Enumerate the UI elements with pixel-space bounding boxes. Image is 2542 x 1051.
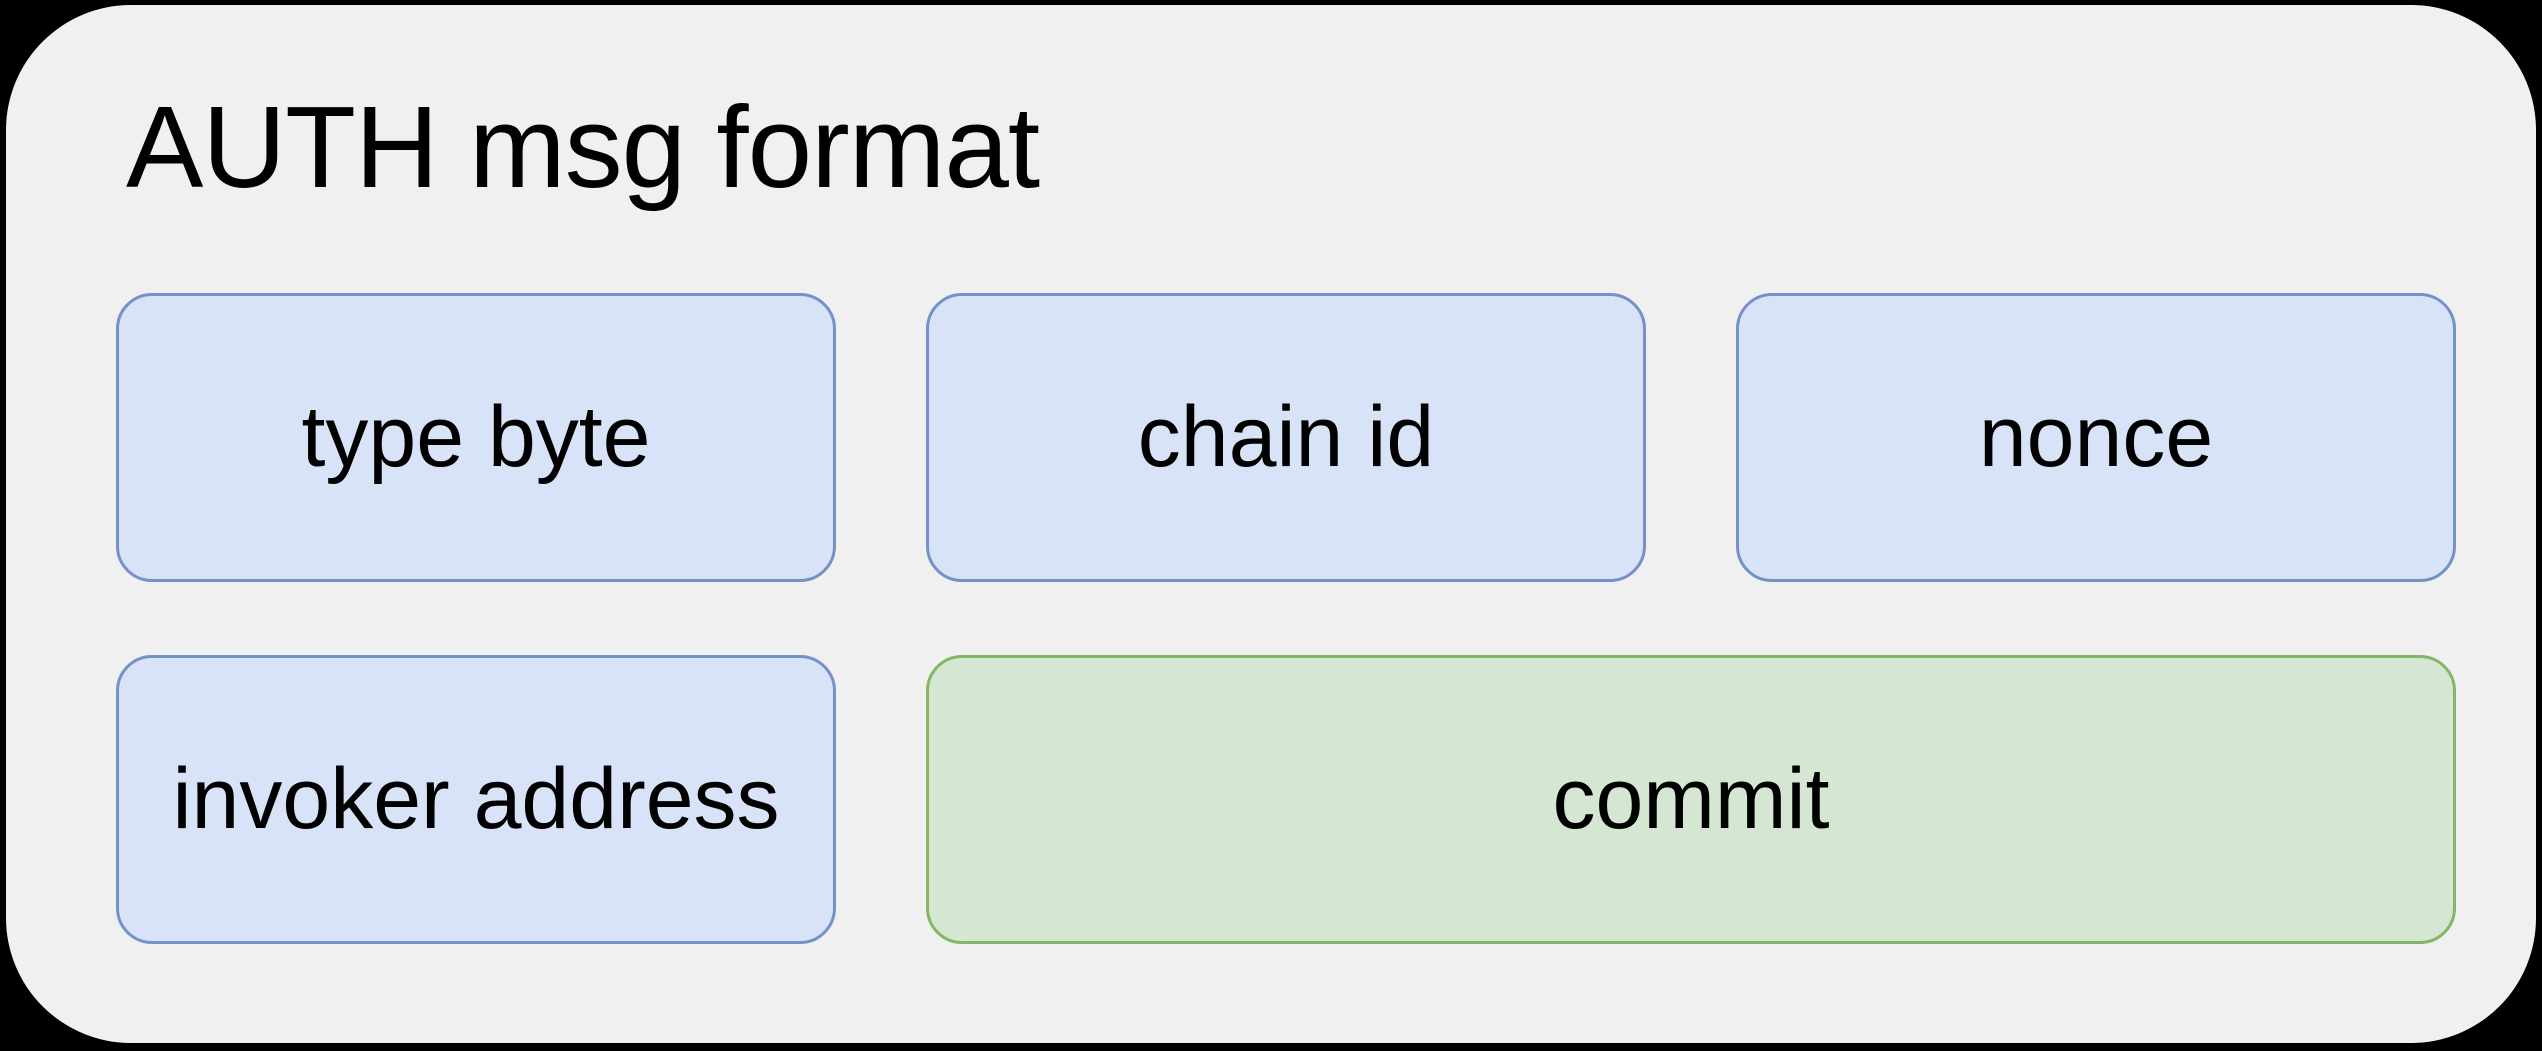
field-label-invoker-address: invoker address: [172, 751, 780, 847]
field-box-invoker-address: invoker address: [116, 655, 836, 944]
field-label-type-byte: type byte: [301, 389, 651, 485]
field-label-commit: commit: [1552, 751, 1830, 847]
field-label-nonce: nonce: [1978, 389, 2214, 485]
field-box-chain-id: chain id: [926, 293, 1646, 582]
field-box-commit: commit: [926, 655, 2456, 944]
field-box-type-byte: type byte: [116, 293, 836, 582]
diagram-canvas: AUTH msg format type byte chain id nonce…: [6, 5, 2536, 1043]
field-label-chain-id: chain id: [1137, 389, 1435, 485]
field-box-nonce: nonce: [1736, 293, 2456, 582]
diagram-title: AUTH msg format: [126, 82, 1040, 212]
